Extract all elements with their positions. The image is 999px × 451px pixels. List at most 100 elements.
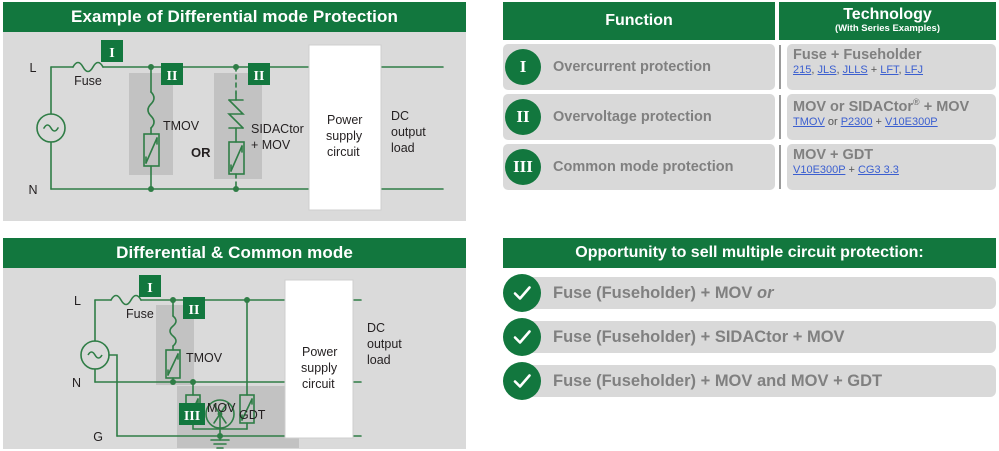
series-separator: + [867, 63, 881, 76]
junction-dot [244, 297, 250, 303]
badge-group: I II II [101, 40, 270, 85]
label-out-2: output [391, 125, 426, 139]
table-body: I Overcurrent protection Fuse + Fuseholder… [503, 44, 996, 190]
gdt-dot [217, 411, 223, 417]
opportunity-label: Fuse (Fuseholder) + MOV and MOV + GDT [553, 371, 883, 390]
junction-dot [190, 379, 196, 385]
label-mov2: MOV [207, 401, 236, 415]
check-glyph [513, 330, 531, 344]
badge-sidactor-label: II [254, 69, 265, 84]
series-link[interactable]: JLLS [842, 63, 868, 76]
series-link[interactable]: LFJ [904, 63, 924, 76]
function-cell: III Common mode protection [503, 144, 775, 190]
tmov2-slash [167, 353, 179, 376]
technology-series-links: TMOV or P2300 + V10E300P [793, 116, 996, 129]
opportunity-panel: Opportunity to sell multiple circuit pro… [503, 238, 996, 400]
roman-numeral-badge: I [505, 49, 541, 85]
series-link[interactable]: V10E300P [885, 115, 938, 128]
diagram-panel-common: Differential & Common mode [3, 238, 466, 449]
badge-tmov-box [161, 63, 183, 85]
junction-dot [148, 186, 154, 192]
tmov-thermal-link [147, 91, 155, 129]
roman-numeral-badge: II [505, 99, 541, 135]
wire-ground-leg [108, 354, 118, 437]
label-out-1b: DC [367, 321, 385, 335]
tmov-varistor-ticks [145, 137, 158, 164]
fuse-symbol2 [110, 294, 142, 306]
badge-fuse-box2 [139, 275, 161, 297]
sidactor-zigzag [227, 99, 245, 129]
series-link[interactable]: V10E300P [793, 163, 846, 176]
series-separator: or [824, 115, 841, 128]
fuse-symbol [72, 61, 104, 73]
ac-source-sine [43, 124, 59, 132]
series-link[interactable]: TMOV [793, 115, 825, 128]
junction-dot [233, 64, 239, 70]
opportunity-label: Fuse (Fuseholder) + MOV or [553, 283, 774, 302]
label-line2: L [74, 294, 81, 308]
junction-dot [170, 379, 176, 385]
diagram-title-differential: Example of Differential mode Protection [3, 2, 466, 32]
badge-group2: I II III [139, 275, 205, 425]
label-tmov: TMOV [163, 119, 200, 133]
badge-fuse-label2: I [147, 281, 152, 296]
series-separator: + [872, 115, 886, 128]
roman-numeral-badge: III [505, 149, 541, 185]
diagram-panel-differential: Example of Differential mode Protection [3, 2, 466, 221]
junction-dot [217, 433, 223, 439]
series-link[interactable]: P2300 [840, 115, 873, 128]
series-link[interactable]: LFT [880, 63, 899, 76]
series-link[interactable]: 215 [793, 63, 812, 76]
function-cell: I Overcurrent protection [503, 44, 775, 90]
technology-main-label: Fuse + Fuseholder [793, 47, 922, 63]
label-sidactor-mov: + MOV [251, 138, 291, 152]
table-header-technology-sub: (With Series Examples) [835, 23, 940, 35]
series-separator: , [836, 63, 843, 76]
check-glyph [513, 374, 531, 388]
table-row: I Overcurrent protection Fuse + Fuseholder… [503, 44, 996, 90]
technology-series-links: 215, JLS, JLLS + LFT, LFJ [793, 64, 996, 77]
opportunity-bar [525, 321, 996, 353]
diagram-title-common: Differential & Common mode [3, 238, 466, 268]
table-header-function: Function [503, 2, 775, 40]
tmov2-ticks [167, 353, 179, 376]
power-supply-box [308, 44, 382, 211]
ac-source-circle [36, 113, 66, 143]
junction-dot [148, 64, 154, 70]
series-link[interactable]: JLS [817, 63, 837, 76]
series-separator: + [845, 163, 858, 176]
badge-fuse-label: I [109, 46, 114, 61]
badge-gdt-box [179, 403, 205, 425]
opportunity-bar [525, 365, 996, 397]
label-neutral: N [28, 183, 37, 197]
opportunity-title: Opportunity to sell multiple circuit pro… [503, 238, 996, 268]
label-gdt2: GDT [239, 408, 266, 422]
function-label: Overcurrent protection [553, 59, 711, 75]
label-fuse: Fuse [74, 74, 102, 88]
ac-source-circle2 [80, 340, 110, 370]
technology-main-label: MOV + GDT [793, 147, 874, 163]
label-out-1: DC [391, 109, 409, 123]
opportunity-bar [525, 277, 996, 309]
label-fuse2: Fuse [126, 307, 154, 321]
check-icon [503, 318, 541, 356]
series-link[interactable]: CG3 3.3 [857, 163, 899, 176]
label-neutral2: N [72, 376, 81, 390]
ac-source-sine2 [87, 351, 103, 359]
function-label: Common mode protection [553, 159, 734, 175]
badge-fuse-box [101, 40, 123, 62]
zone-sidactor [214, 73, 262, 179]
power-supply-box2 [284, 279, 354, 439]
diagram-canvas-differential: I II II L N Fuse TMOV SIDACtor + MOV OR … [3, 32, 466, 221]
badge-tmov-label2: II [189, 303, 200, 318]
label-psu-1b: Power [302, 345, 337, 359]
circuit-schematic-common: I II III L N G Fuse TMOV MOV GDT Power s… [72, 275, 402, 449]
sid-mov-slash [230, 145, 243, 172]
label-psu-2: supply [326, 129, 363, 143]
badge-tmov-box2 [183, 297, 205, 319]
earth-ground-symbol [210, 439, 230, 449]
tmov2-thermal [169, 315, 177, 347]
